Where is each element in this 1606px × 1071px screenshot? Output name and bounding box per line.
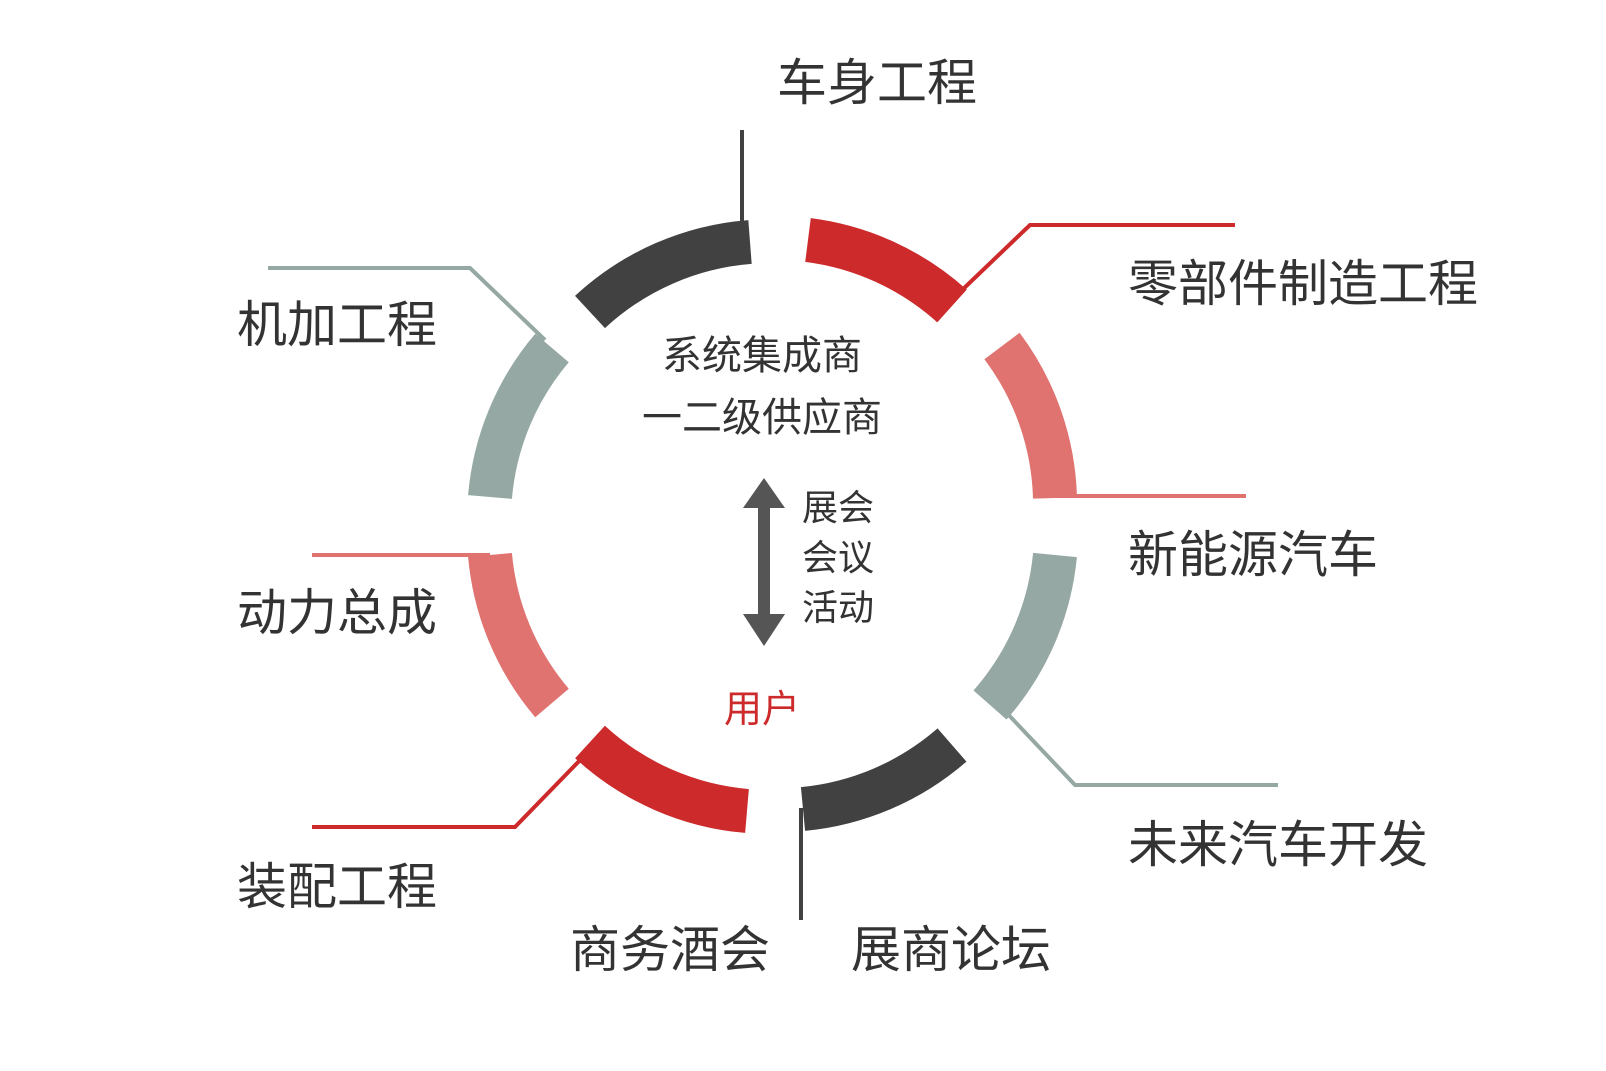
leader-parts-manufacturing <box>958 223 1235 294</box>
arrow-caption-line-1: 展会 <box>802 488 875 529</box>
arc-machining <box>468 333 570 500</box>
leader-future-car <box>983 688 1278 787</box>
arc-parts-manufacturing <box>804 218 967 323</box>
arrow-caption-line-2: 会议 <box>802 538 875 579</box>
center-user-label: 用户 <box>724 687 801 731</box>
leader-machining <box>268 266 547 342</box>
leader-assembly <box>312 753 587 829</box>
arrow-caption: 展会 会议 活动 <box>802 484 892 634</box>
label-parts-manufacturing: 零部件制造工程 <box>1128 255 1478 313</box>
double-arrow-icon <box>743 478 785 646</box>
arrow-caption-line-3: 活动 <box>802 588 875 629</box>
label-body-engineering: 车身工程 <box>777 54 977 112</box>
label-exhibitor-forum: 展商论坛 <box>851 921 1051 979</box>
center-line-suppliers: 一二级供应商 <box>642 395 882 441</box>
label-business-reception: 商务酒会 <box>570 921 770 979</box>
center-line-integrators: 系统集成商 <box>662 333 862 379</box>
label-machining: 机加工程 <box>237 296 437 354</box>
label-new-energy: 新能源汽车 <box>1128 526 1378 584</box>
label-powertrain: 动力总成 <box>237 584 437 642</box>
arc-future-car <box>973 552 1077 720</box>
arc-exhibitor-forum <box>800 728 967 831</box>
arc-business-reception <box>575 725 750 833</box>
arc-powertrain <box>468 552 569 718</box>
label-future-car: 未来汽车开发 <box>1128 816 1428 874</box>
arc-new-energy <box>984 332 1077 499</box>
label-assembly: 装配工程 <box>237 858 437 916</box>
arc-body-engineering <box>575 220 753 329</box>
